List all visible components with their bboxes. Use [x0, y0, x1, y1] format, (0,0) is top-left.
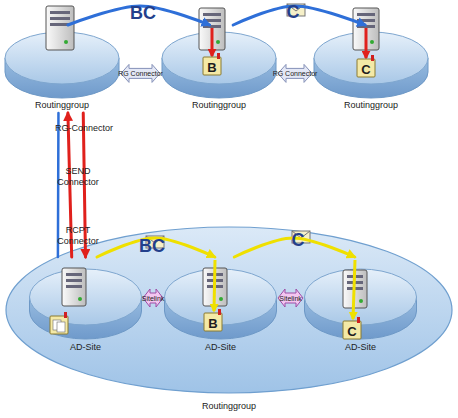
connector-label: RG Connector: [118, 69, 163, 78]
node-label: Routinggroup: [3, 401, 455, 412]
delivery-arrow: [212, 28, 366, 319]
server-icon: [66, 285, 82, 288]
node-label: Routinggroup: [3, 100, 121, 111]
delivery-arrow: [365, 28, 368, 58]
delivery-arrow: [353, 260, 355, 319]
mailbox-icon: [203, 57, 221, 75]
server-icon: [66, 273, 82, 276]
mailbox-icon: [357, 59, 375, 77]
server-icon: [50, 17, 70, 20]
connector-label: SEND Connector: [54, 166, 102, 188]
mailbox-icon: [203, 53, 221, 75]
mailbox-icon: [357, 55, 375, 77]
mailbox-icon: [50, 312, 68, 334]
mailbox-letter: B: [207, 60, 216, 75]
mailbox-icon: [204, 313, 222, 331]
mailbox-icon: [64, 312, 67, 318]
server-icon: [50, 11, 70, 14]
server-icon: [78, 297, 82, 301]
mailbox-letter: C: [347, 324, 356, 339]
server-icon: [219, 297, 223, 301]
server-icon: [203, 25, 221, 28]
server-icon: [357, 13, 375, 16]
connector-label: RG-Connector: [55, 123, 113, 134]
mailbox-icon: [57, 322, 65, 332]
connector-label: C: [292, 230, 305, 250]
node-label: AD-Site: [303, 342, 418, 353]
mailbox-icon: [371, 55, 374, 61]
node-label: Routinggroup: [312, 100, 430, 111]
delivery-arrow: [214, 260, 215, 311]
delivery-arrow: [211, 28, 214, 56]
server-icon: [46, 6, 74, 50]
connector-label: RG Connector: [273, 69, 318, 78]
connector-label: RCPT Connector: [54, 225, 102, 247]
disc-top: [305, 269, 417, 325]
server-icon: [216, 40, 220, 44]
mailbox-icon: [218, 309, 221, 315]
mailbox-icon: [343, 321, 361, 339]
server-icon: [62, 268, 86, 306]
sitelink-arrow: [278, 289, 303, 307]
server-icon: [64, 40, 68, 44]
server-icon: [66, 279, 82, 282]
connector-label: Sitelink: [279, 294, 302, 303]
mailbox-icon: [217, 53, 220, 59]
mailbox-letter: C: [361, 62, 370, 77]
server-icon: [203, 19, 221, 22]
mailbox-icon: [343, 317, 361, 339]
connector-label: C: [287, 2, 300, 22]
connector-label: BC: [130, 3, 156, 23]
node-label: Routinggroup: [160, 100, 278, 111]
server-icon: [203, 13, 221, 16]
mailbox-icon: [50, 316, 68, 334]
connector-label: Sitelink: [142, 294, 165, 303]
mailbox-icon: [204, 309, 222, 331]
mailbox-letter: B: [208, 316, 217, 331]
node-label: AD-Site: [28, 342, 143, 353]
server-icon: [359, 299, 363, 303]
server-icon: [370, 40, 374, 44]
connector-label: BC: [139, 236, 165, 256]
server-icon: [62, 268, 86, 306]
mailbox-icon: [357, 317, 360, 323]
node-label: AD-Site: [163, 342, 278, 353]
disc-top: [30, 269, 142, 325]
server-icon: [46, 6, 74, 50]
